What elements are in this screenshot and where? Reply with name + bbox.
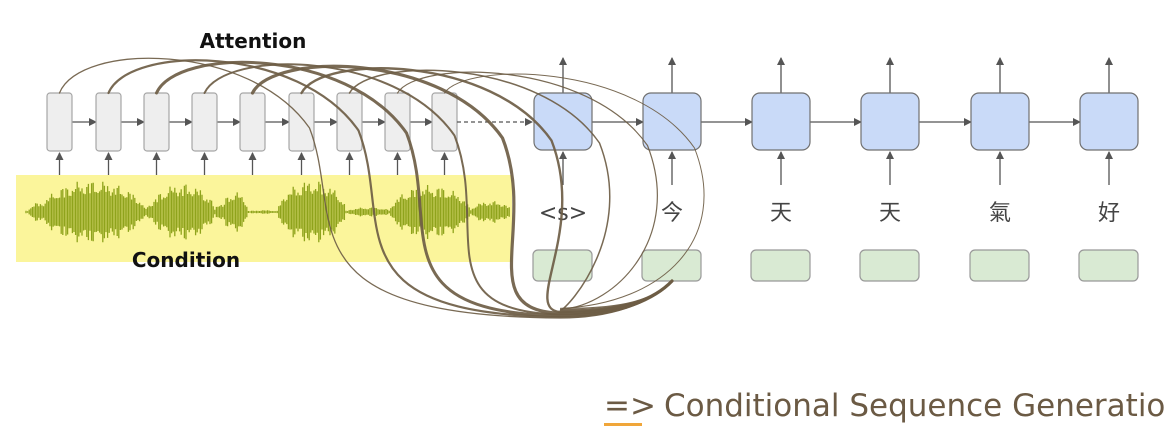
embedding-cell [1078, 249, 1139, 282]
decoder-input-token: 好 [1098, 201, 1120, 226]
embedding-cell [859, 249, 920, 282]
waveform-trace [25, 181, 510, 243]
footer-caption: =>Conditional Sequence Generation [604, 388, 1168, 424]
footer-arrow-underline [604, 423, 642, 426]
attention-curves [58, 57, 705, 319]
embedding-cell [641, 249, 702, 282]
decoder-input-token: 天 [770, 201, 792, 226]
encoder-cell [191, 92, 218, 152]
encoder-arrows [55, 118, 449, 175]
encoder-cell [95, 92, 122, 152]
attention-curve [396, 71, 673, 311]
attention-curve [348, 69, 673, 312]
encoder-cell [46, 92, 73, 152]
footer-arrow: => [604, 388, 656, 424]
decoder-cell [1079, 92, 1139, 151]
decoder-cell [751, 92, 811, 151]
attention-curve [444, 73, 705, 309]
embedding-cell [750, 249, 811, 282]
audio-waveform [25, 181, 510, 243]
decoder-arrows [559, 57, 1113, 185]
decoder-input-tokens: <s>今天天氣好 [539, 201, 1120, 226]
decoder-cell [860, 92, 920, 151]
embedding-cell [532, 249, 593, 282]
embedding-cells [532, 249, 1139, 282]
decoder-input-token: 氣 [989, 201, 1011, 226]
encoder-cell [143, 92, 170, 152]
attention-label: Attention [200, 29, 307, 53]
decoder-input-token: 天 [879, 201, 901, 226]
decoder-cell [642, 92, 702, 151]
encoder-cell [288, 92, 315, 152]
footer-text: Conditional Sequence Generation [664, 388, 1168, 424]
decoder-cell [533, 92, 593, 151]
encoder-cells [46, 92, 458, 152]
condition-label: Condition [132, 248, 240, 272]
embedding-cell [969, 249, 1030, 282]
encoder-cell [239, 92, 266, 152]
encoder-cell [336, 92, 363, 152]
decoder-cell [970, 92, 1030, 151]
decoder-input-token: 今 [661, 201, 683, 226]
attention-curve [300, 67, 674, 314]
